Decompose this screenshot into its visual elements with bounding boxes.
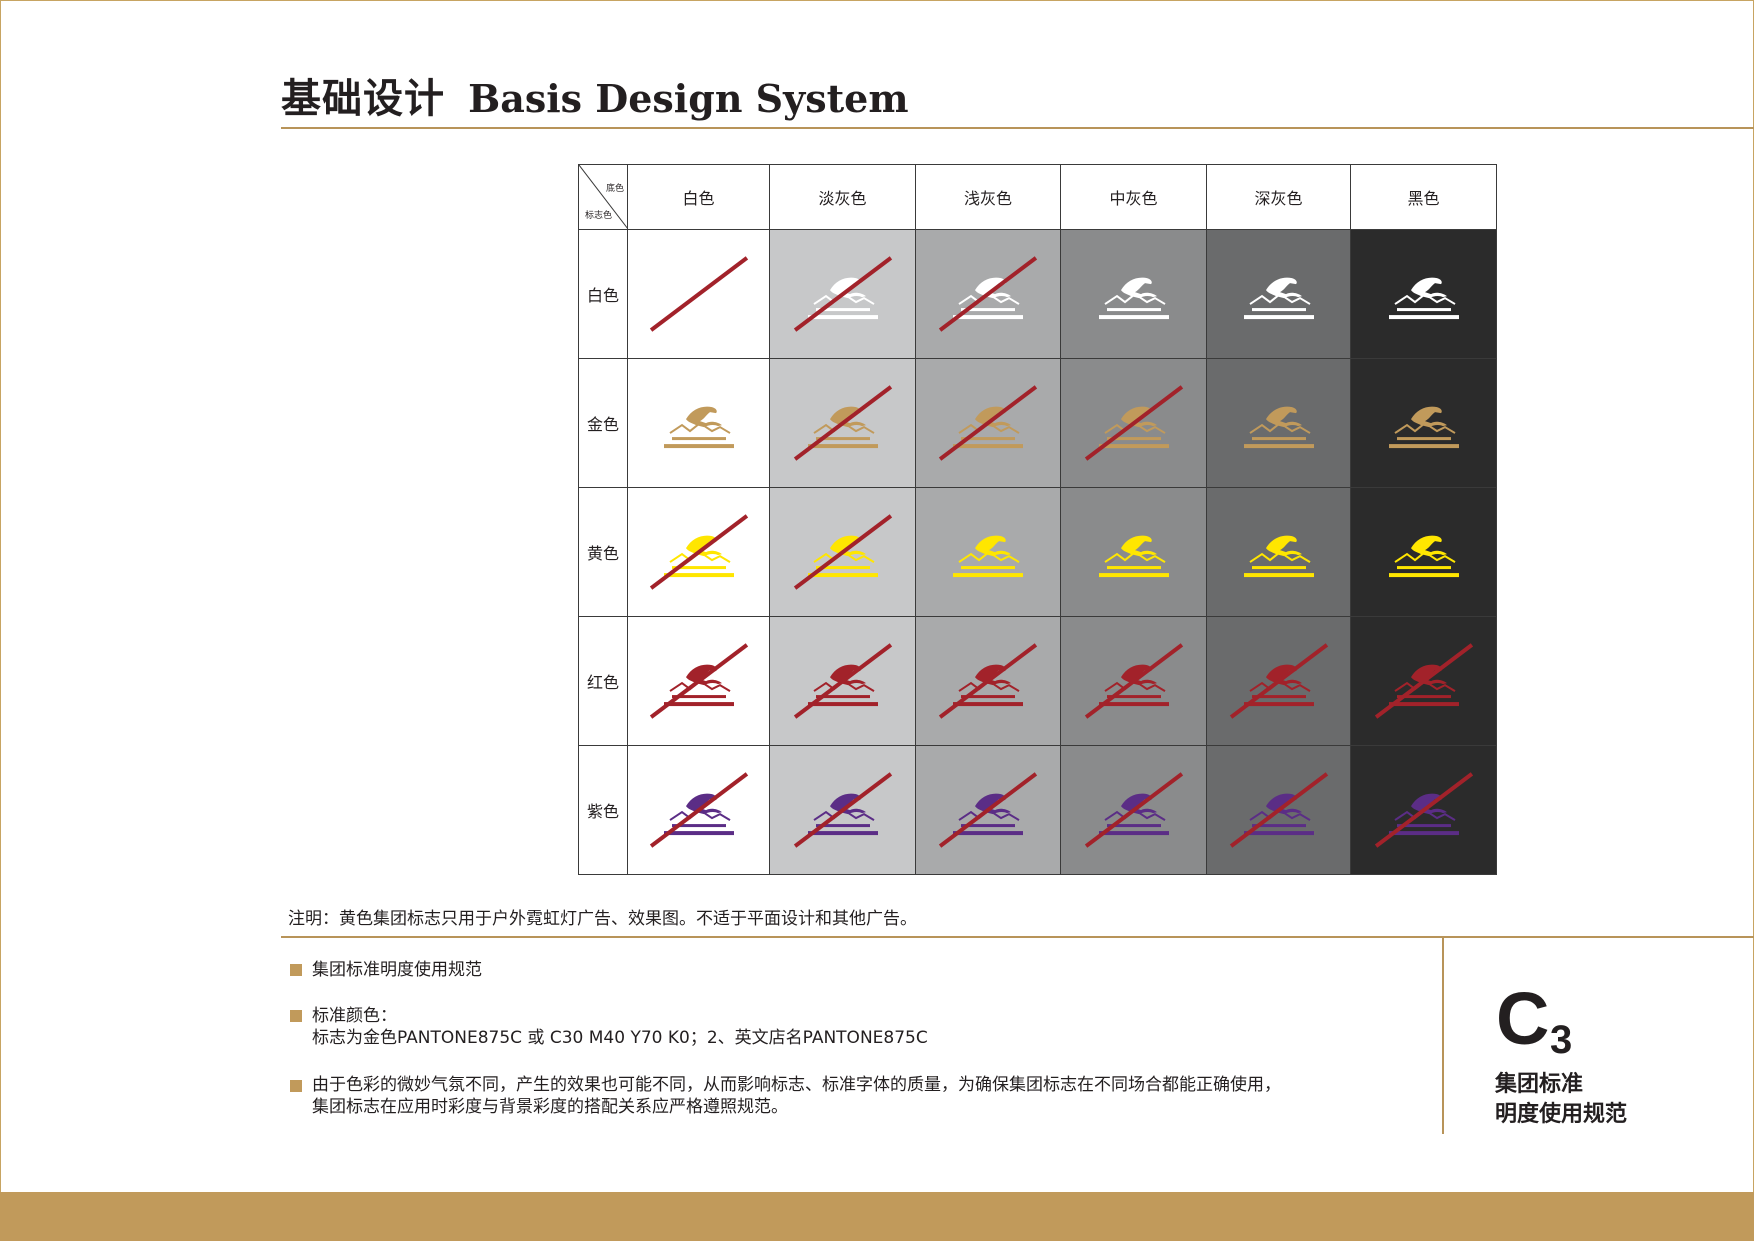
matrix-corner: 底色标志色 xyxy=(578,164,628,230)
color-swatch-cell xyxy=(627,229,770,359)
group-logo-icon xyxy=(1243,406,1314,449)
color-swatch-cell xyxy=(1350,229,1497,359)
color-swatch-cell xyxy=(915,487,1061,617)
column-header: 深灰色 xyxy=(1206,164,1351,230)
bullet-square xyxy=(290,964,302,976)
corner-diagonal xyxy=(579,165,627,228)
group-logo-icon xyxy=(1388,277,1459,320)
row-header: 紫色 xyxy=(578,745,628,875)
logo-color-matrix: 底色标志色白色淡灰色浅灰色中灰色深灰色黑色白色金色黄色红色紫色 xyxy=(578,164,1497,875)
bullet-square xyxy=(290,1010,302,1022)
group-logo-icon xyxy=(663,406,734,449)
standard-color-body: 标志为金色PANTONE875C 或 C30 M40 Y70 K0；2、英文店名… xyxy=(312,1028,928,1048)
matrix-row: 白色 xyxy=(578,229,1497,359)
corner-logo-label: 标志色 xyxy=(585,211,613,221)
group-logo-icon xyxy=(1098,535,1169,578)
color-swatch-cell xyxy=(627,358,770,488)
column-header: 中灰色 xyxy=(1060,164,1207,230)
caption-line-2: 明度使用规范 xyxy=(1495,1102,1628,1127)
color-swatch-cell xyxy=(915,616,1061,746)
group-logo-icon xyxy=(953,535,1023,578)
group-logo-icon xyxy=(1243,535,1314,578)
header-divider xyxy=(281,127,1754,129)
group-logo-icon xyxy=(1388,535,1459,578)
color-swatch-cell xyxy=(915,358,1061,488)
row-header: 红色 xyxy=(578,616,628,746)
color-swatch-cell xyxy=(1060,616,1207,746)
matrix-header-row: 底色标志色白色淡灰色浅灰色中灰色深灰色黑色 xyxy=(578,164,1497,230)
color-swatch-cell xyxy=(769,616,916,746)
color-swatch-cell xyxy=(1206,358,1351,488)
column-header: 白色 xyxy=(627,164,770,230)
matrix-row: 红色 xyxy=(578,616,1497,746)
matrix-row: 金色 xyxy=(578,358,1497,488)
explanation-line-2: 集团标志在应用时彩度与背景彩度的搭配关系应严格遵照规范。 xyxy=(312,1097,788,1117)
section-title-standard-color: 标准颜色： xyxy=(312,1006,397,1026)
matrix-row: 黄色 xyxy=(578,487,1497,617)
color-swatch-cell xyxy=(1206,745,1351,875)
title-chinese: 基础设计 xyxy=(281,76,445,122)
section-divider xyxy=(281,936,1754,938)
code-divider xyxy=(1442,938,1444,1134)
color-swatch-cell xyxy=(915,745,1061,875)
color-swatch-cell xyxy=(1350,745,1497,875)
prohibited-slash-icon xyxy=(649,256,748,332)
color-swatch-cell xyxy=(769,745,916,875)
group-logo-icon xyxy=(1243,277,1314,320)
color-swatch-cell xyxy=(627,487,770,617)
color-swatch-cell xyxy=(915,229,1061,359)
group-logo-icon xyxy=(1098,277,1169,320)
column-header: 淡灰色 xyxy=(769,164,916,230)
color-swatch-cell xyxy=(769,487,916,617)
column-header: 浅灰色 xyxy=(915,164,1061,230)
color-swatch-cell xyxy=(627,616,770,746)
section-title-brightness: 集团标准明度使用规范 xyxy=(312,960,482,980)
row-header: 金色 xyxy=(578,358,628,488)
caption-line-1: 集团标准 xyxy=(1495,1072,1584,1097)
color-swatch-cell xyxy=(1060,358,1207,488)
color-swatch-cell xyxy=(1206,616,1351,746)
color-swatch-cell xyxy=(1206,229,1351,359)
row-header: 白色 xyxy=(578,229,628,359)
explanation-line-1: 由于色彩的微妙气氛不同，产生的效果也可能不同，从而影响标志、标准字体的质量，为确… xyxy=(312,1075,1281,1095)
color-swatch-cell xyxy=(1350,616,1497,746)
row-header: 黄色 xyxy=(578,487,628,617)
section-code-number: 3 xyxy=(1550,1018,1573,1062)
section-code-caption: 集团标准 明度使用规范 xyxy=(1495,1070,1627,1130)
bullet-square xyxy=(290,1080,302,1092)
color-swatch-cell xyxy=(627,745,770,875)
matrix-row: 紫色 xyxy=(578,745,1497,875)
section-code-letter: C xyxy=(1496,977,1550,1060)
color-swatch-cell xyxy=(769,229,916,359)
color-swatch-cell xyxy=(1060,487,1207,617)
title-english: Basis Design System xyxy=(468,76,909,121)
color-swatch-cell xyxy=(1350,358,1497,488)
corner-bg-label: 底色 xyxy=(605,184,624,194)
color-swatch-cell xyxy=(1206,487,1351,617)
usage-note: 注明：黄色集团标志只用于户外霓虹灯广告、效果图。不适于平面设计和其他广告。 xyxy=(288,909,917,929)
color-swatch-cell xyxy=(1350,487,1497,617)
column-header: 黑色 xyxy=(1350,164,1497,230)
color-swatch-cell xyxy=(769,358,916,488)
color-swatch-cell xyxy=(1060,229,1207,359)
group-logo-icon xyxy=(1388,406,1459,449)
footer-band xyxy=(0,1192,1754,1241)
color-swatch-cell xyxy=(1060,745,1207,875)
page-title: 基础设计 Basis Design System xyxy=(281,66,909,124)
